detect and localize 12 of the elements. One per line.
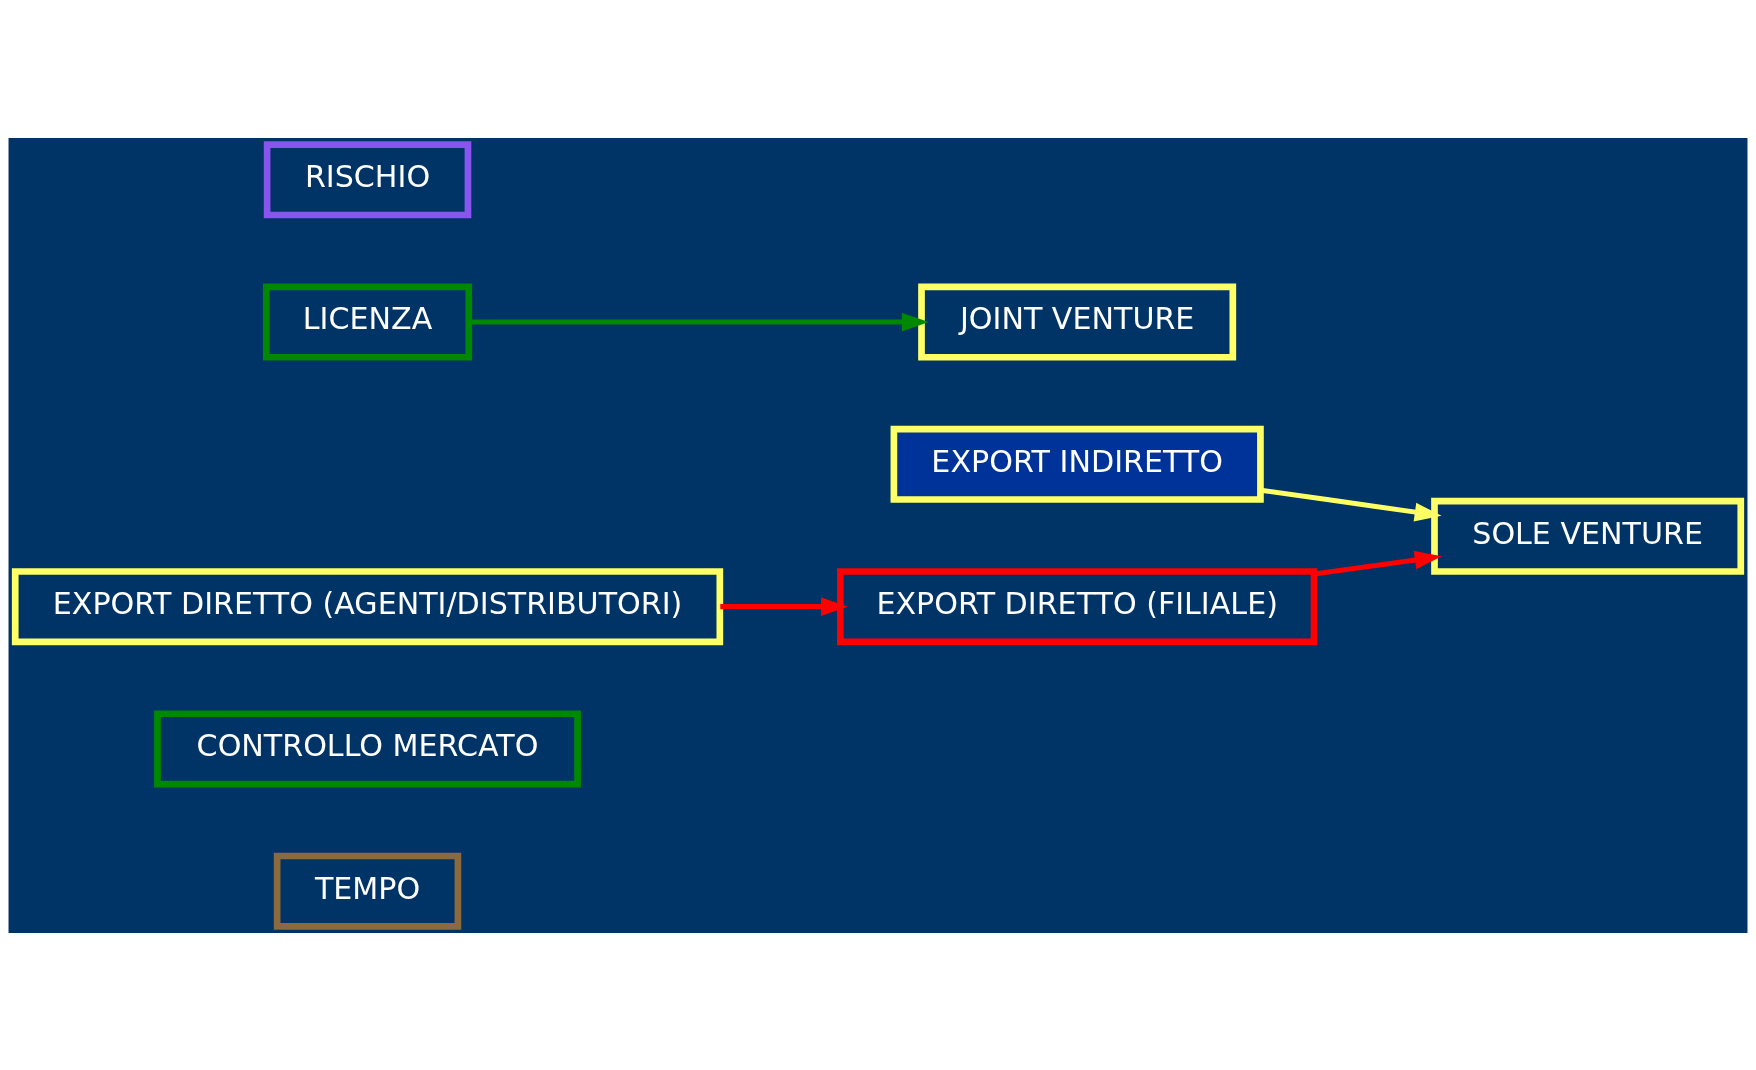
arrow [1314, 550, 1442, 576]
node-box: EXPORT INDIRETTO [890, 425, 1264, 503]
node-box: LICENZA [262, 283, 473, 361]
arrow [1260, 487, 1442, 521]
node-box: EXPORT DIRETTO (FILIALE) [837, 567, 1318, 645]
node-box: EXPORT DIRETTO (AGENTI/DISTRIBUTORI) [11, 567, 724, 645]
node-box: RISCHIO [263, 140, 472, 218]
arrow [720, 596, 848, 616]
node-box: CONTROLLO MERCATO [154, 709, 581, 787]
node-box: JOINT VENTURE [918, 283, 1237, 361]
node-box: SOLE VENTURE [1431, 497, 1745, 575]
node-box: TEMPO [273, 852, 462, 930]
